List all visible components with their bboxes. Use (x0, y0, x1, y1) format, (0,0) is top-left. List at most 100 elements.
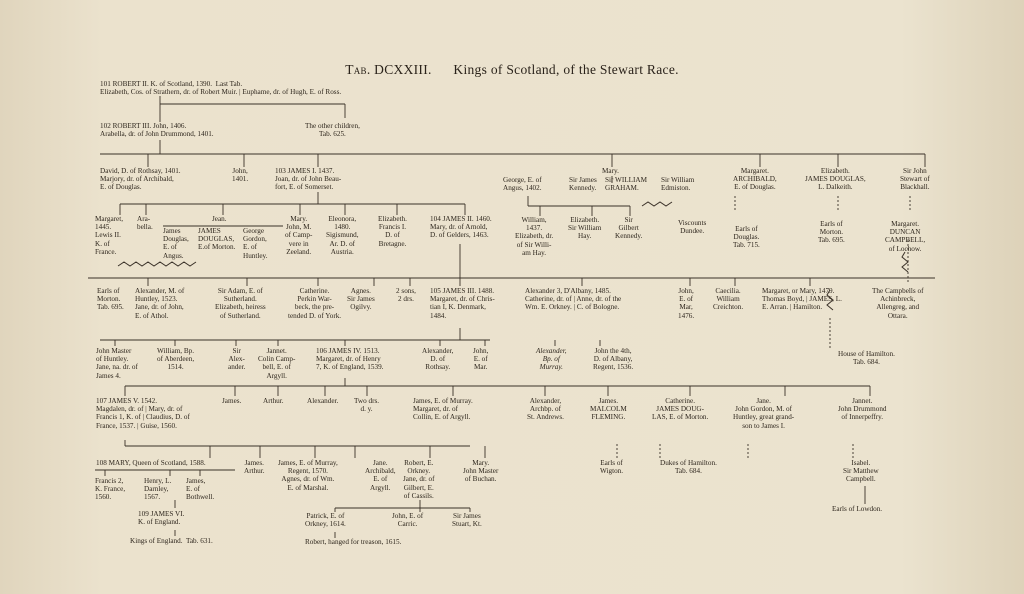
person-line: Carric. (397, 520, 418, 529)
person-line: E.of Morton. (198, 243, 236, 252)
person-line: of Camp- (285, 231, 313, 240)
person-james-murray-regent: James, E. of Murray,Regent, 1570.Agnes, … (278, 459, 338, 492)
person-line: Margaret. (891, 220, 920, 228)
person-line: 107 JAMES V. 1542. (96, 397, 158, 405)
person-line: Sir James (453, 512, 481, 520)
person-line: John, (473, 347, 489, 355)
person-line: JAMES (198, 227, 221, 235)
person-line: 7, K. of England, 1539. (316, 363, 384, 372)
person-line: Agnes. (350, 287, 371, 295)
person-james3: 105 JAMES III. 1488.Margaret, dr. of Chr… (430, 287, 495, 320)
person-line: William, Bp. (157, 347, 195, 355)
person-line: DUNCAN (889, 228, 921, 237)
person-line: Margaret, (95, 215, 124, 223)
person-line: son to James I. (742, 421, 785, 430)
person-line: Earls of (97, 287, 120, 295)
person-alexander-r4: Alexander. (307, 397, 338, 405)
person-line: Huntley, 1523. (135, 295, 178, 304)
person-line: Earls of Lowdon. (832, 505, 883, 513)
person-line: 106 JAMES IV. 1513. (316, 347, 380, 355)
person-line: The Campbells of (872, 287, 924, 295)
person-line: Colin Camp- (258, 355, 296, 364)
person-henry-darnley: Henry, L.Darnley,1567. (144, 477, 171, 502)
person-line: Alexander, M. of (135, 287, 185, 295)
person-line: 1567. (144, 493, 161, 502)
person-line: ander. (228, 363, 246, 372)
person-line: of Sutherland. (219, 311, 261, 320)
person-line: Perkin War- (297, 295, 332, 304)
person-line: Creichton. (713, 303, 744, 312)
person-line: Alexander, (536, 347, 567, 355)
person-line: 1514. (167, 363, 184, 372)
person-line: E. of Douglas. (734, 183, 776, 192)
person-line: 1480. (334, 223, 351, 232)
person-line: Alexander, (422, 347, 454, 355)
person-line: Kennedy. (615, 232, 643, 241)
person-line: Tab. 715. (733, 241, 760, 250)
person-line: bella. (137, 223, 153, 232)
person-line: Elizabeth, dr. (515, 232, 554, 241)
person-line: Sigismund, (326, 231, 359, 240)
person-line: Alexander, (529, 397, 562, 405)
person-line: 2 sons, (396, 287, 416, 295)
person-line: Earls of (820, 220, 843, 228)
person-line: am Hay. (522, 248, 546, 257)
person-line: Sir John (902, 167, 927, 175)
person-robert3: 102 ROBERT III. John, 1406.Arabella, dr.… (100, 122, 214, 138)
person-line: Campbell. (845, 475, 876, 484)
person-line: Morton. (819, 228, 844, 237)
person-line: JAMES DOUGLAS, (805, 175, 866, 184)
person-line: Archbp. of (529, 405, 562, 414)
person-line: 1484. (430, 311, 447, 320)
person-line: E. Arran. | Hamilton. (762, 303, 823, 312)
person-line: Robert, E. (404, 459, 434, 467)
person-line: Jane, na. dr. of (96, 363, 138, 372)
person-line: fort, E. of Somerset. (275, 183, 334, 192)
person-line: of Aberdeen, (157, 355, 195, 364)
person-line: Allengreg, and (876, 303, 920, 312)
person-line: Elizabeth. (820, 167, 850, 175)
person-margaret-top: Margaret.ARCHIBALD,E. of Douglas. (733, 167, 777, 192)
person-line: Achinbreck, (880, 295, 916, 304)
person-line: Bretagne. (378, 239, 407, 248)
person-line: ARCHIBALD, (733, 175, 777, 184)
person-line: Kennedy. (569, 184, 597, 193)
person-line: Wm. E. Orkney. | C. of Bologne. (525, 303, 620, 312)
person-line: William, (521, 216, 547, 224)
person-earls-lowdon: Earls of Lowdon. (832, 505, 882, 513)
person-john-4th: John the 4th,D. of Albany,Regent, 1536. (593, 347, 633, 372)
person-line: E. of Athol. (135, 311, 169, 320)
person-line: Earls of (600, 459, 623, 467)
person-line: James 4. (96, 371, 121, 380)
person-line: 2 drs. (398, 295, 414, 304)
person-line: Margaret, or Mary, 1479. (762, 287, 835, 295)
table-number: Tab. DCXXIII. (345, 62, 432, 77)
person-line: Murray. (539, 363, 563, 372)
person-line: Regent, 1536. (593, 363, 634, 372)
person-line: tian I, K. Denmark, (430, 303, 486, 312)
person-catherine: Catherine.Perkin War-beck, the pre-tende… (288, 287, 341, 320)
person-two-drs: Two drs.d. y. (354, 397, 379, 413)
person-line: Tab. 684. (675, 467, 702, 476)
person-line: Ar. D. of (329, 239, 356, 248)
person-line: John, M. (285, 223, 312, 232)
person-line: Marjory, dr. of Archibald, (100, 175, 174, 184)
person-line: James. (244, 459, 264, 467)
person-line: Alexander. (307, 397, 339, 405)
person-line: 109 JAMES VI. (138, 510, 185, 518)
person-line: 102 ROBERT III. John, 1406. (100, 122, 187, 130)
person-line: Regent, 1570. (287, 467, 328, 476)
person-line: CAMPBELL, (885, 236, 926, 245)
person-line: 104 JAMES II. 1460. (430, 215, 492, 223)
person-line: Elizabeth. (570, 216, 600, 224)
person-line: Sir (624, 216, 633, 224)
